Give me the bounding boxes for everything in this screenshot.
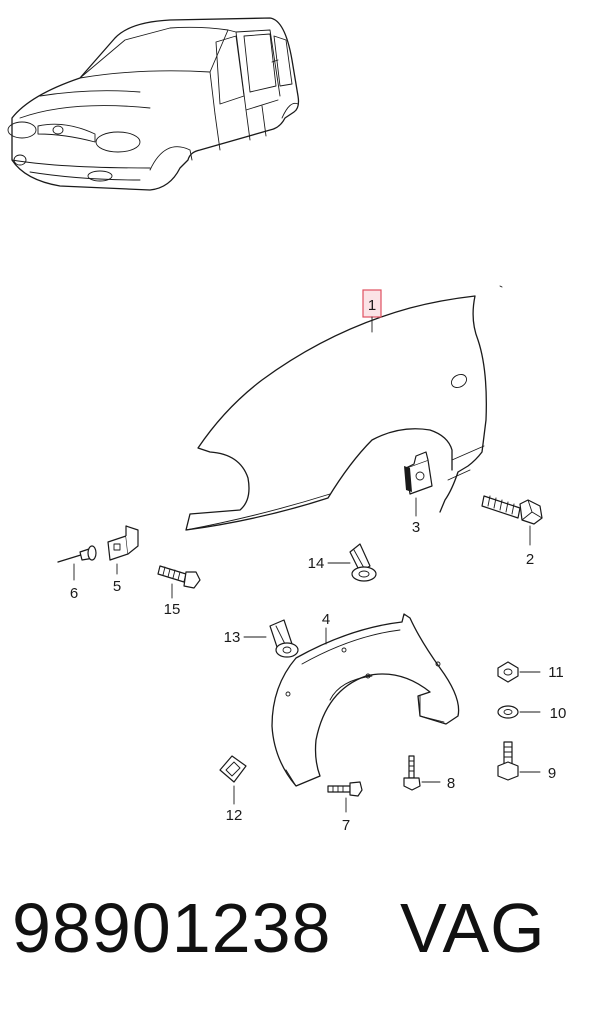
brand-name: VAG: [400, 889, 546, 967]
fender-part-1[interactable]: [185, 285, 503, 531]
callout-label-7: 7: [342, 817, 350, 834]
callout-label-10: 10: [550, 705, 567, 722]
callout-label-5: 5: [113, 578, 121, 595]
part-number: 98901238: [12, 889, 332, 967]
screw-part-15[interactable]: [157, 565, 201, 589]
callout-label-15: 15: [164, 601, 181, 618]
bolt-part-2[interactable]: [481, 495, 543, 525]
washer-part-10[interactable]: [497, 705, 519, 719]
spreader-nut-part-14[interactable]: [349, 543, 377, 582]
spreader-nut-part-13[interactable]: [269, 619, 299, 658]
clip-part-12[interactable]: [219, 755, 247, 783]
callout-label-2: 2: [526, 551, 534, 568]
callout-label-4: 4: [322, 611, 330, 628]
clip-part-3[interactable]: [404, 451, 433, 495]
callout-label-11: 11: [548, 664, 564, 681]
callout-label-12: 12: [226, 807, 243, 824]
wheel-arch-liner-part-4[interactable]: [271, 613, 460, 787]
callout-label-1: 1: [368, 297, 376, 314]
screw-part-8[interactable]: [403, 755, 421, 791]
screw-part-7[interactable]: [327, 781, 363, 797]
callout-label-9: 9: [548, 765, 556, 782]
car-illustration: [7, 17, 300, 191]
nut-part-11[interactable]: [497, 661, 519, 683]
hex-bolt-part-9[interactable]: [497, 741, 519, 781]
callout-label-8: 8: [447, 775, 455, 792]
bracket-part-5[interactable]: [107, 525, 139, 561]
rivet-part-6[interactable]: [57, 545, 97, 563]
callout-label-13: 13: [224, 629, 241, 646]
callout-label-14: 14: [308, 555, 325, 572]
callout-label-3: 3: [412, 519, 420, 536]
callout-label-6: 6: [70, 585, 78, 602]
